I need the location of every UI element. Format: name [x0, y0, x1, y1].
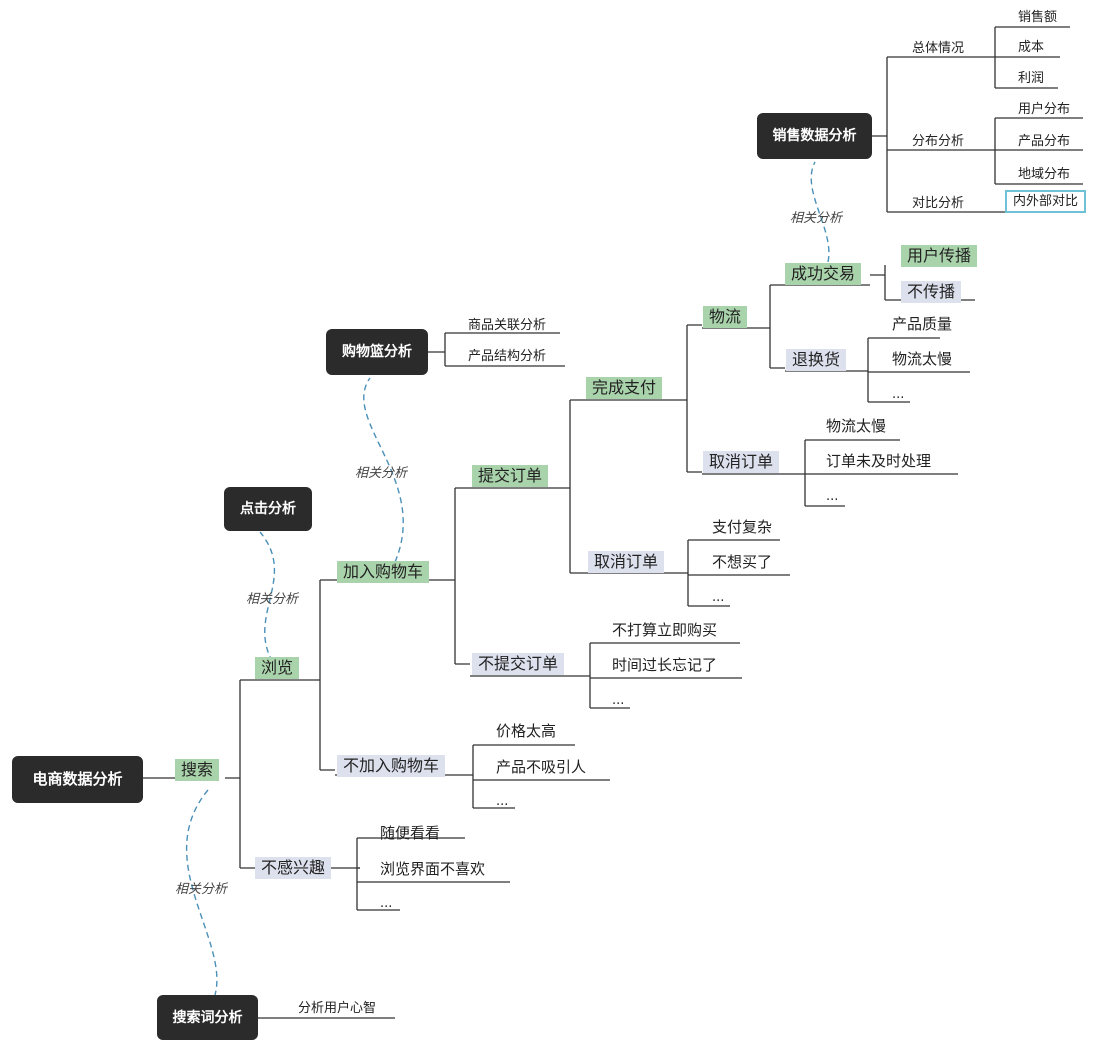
sales-comparison-item[interactable]: 内外部对比: [1005, 190, 1087, 213]
node-add-cart[interactable]: 加入购物车: [337, 561, 430, 583]
node-not-interested[interactable]: 不感兴趣: [255, 857, 332, 879]
leaf-ellipsis-no-add[interactable]: ...: [496, 794, 509, 809]
node-no-add-cart[interactable]: 不加入购物车: [337, 755, 446, 777]
leaf-order-not-processed[interactable]: 订单未及时处理: [826, 452, 932, 470]
sales-dist-region[interactable]: 地域分布: [1018, 167, 1071, 182]
sales-overall-profit[interactable]: 利润: [1018, 71, 1045, 86]
relation-label-click: 相关分析: [246, 592, 299, 607]
node-no-submit-order[interactable]: 不提交订单: [472, 653, 565, 675]
node-browse[interactable]: 浏览: [255, 657, 300, 679]
leaf-browse-casual[interactable]: 随便看看: [380, 824, 441, 842]
node-cancel-order-2[interactable]: 取消订单: [703, 451, 780, 473]
click-analysis-node[interactable]: 点击分析: [224, 487, 312, 531]
link-search-fork: [225, 679, 255, 869]
node-success-trade[interactable]: 成功交易: [785, 263, 862, 285]
sales-dist-product[interactable]: 产品分布: [1018, 134, 1071, 149]
leaf-dislike-ui[interactable]: 浏览界面不喜欢: [380, 860, 486, 878]
basket-item-structure[interactable]: 产品结构分析: [468, 349, 547, 364]
node-submit-order[interactable]: 提交订单: [472, 465, 549, 487]
node-return-exchange[interactable]: 退换货: [786, 349, 847, 371]
link-submit-fork: [555, 399, 585, 574]
leaf-ellipsis-cancel-1[interactable]: ...: [712, 590, 725, 605]
leaf-ellipsis-cancel-2[interactable]: ...: [826, 489, 839, 504]
leaf-product-quality[interactable]: 产品质量: [892, 315, 953, 333]
dashed-relation-sales: [810, 161, 830, 263]
link-logistics-fork: [768, 284, 785, 369]
root-node[interactable]: 电商数据分析: [12, 756, 143, 803]
leaf-price-high[interactable]: 价格太高: [496, 722, 557, 740]
basket-item-association[interactable]: 商品关联分析: [468, 318, 547, 333]
relation-label-search-term: 相关分析: [175, 882, 228, 897]
leaf-logistics-slow-1[interactable]: 物流太慢: [892, 350, 953, 368]
dashed-relation-click: [259, 531, 279, 671]
sales-overall[interactable]: 总体情况: [912, 41, 965, 56]
basket-analysis-node[interactable]: 购物篮分析: [326, 329, 428, 375]
node-no-spread[interactable]: 不传播: [901, 281, 962, 303]
dashed-relation-search-term: [186, 789, 218, 996]
leaf-logistics-slow-2[interactable]: 物流太慢: [826, 417, 887, 435]
relation-label-basket: 相关分析: [355, 466, 408, 481]
leaf-ellipsis-not-interested[interactable]: ...: [380, 896, 393, 911]
leaf-forgot[interactable]: 时间过长忘记了: [612, 656, 718, 674]
leaf-ellipsis-return[interactable]: ...: [892, 387, 905, 402]
link-browse-fork: [305, 579, 335, 771]
node-cancel-order-1[interactable]: 取消订单: [588, 551, 665, 573]
sales-overall-cost[interactable]: 成本: [1018, 40, 1045, 55]
search-term-analysis-node[interactable]: 搜索词分析: [157, 995, 258, 1040]
link-addcart-fork: [445, 487, 470, 665]
dashed-relation-basket: [363, 377, 404, 563]
link-pay-fork: [672, 324, 702, 473]
leaf-dont-want[interactable]: 不想买了: [712, 553, 773, 571]
sales-analysis-node[interactable]: 销售数据分析: [757, 113, 872, 159]
node-complete-pay[interactable]: 完成支付: [586, 377, 663, 399]
leaf-not-buy-now[interactable]: 不打算立即购买: [612, 621, 718, 639]
sales-comparison[interactable]: 对比分析: [912, 196, 965, 211]
leaf-pay-complex[interactable]: 支付复杂: [712, 518, 773, 536]
node-user-spread[interactable]: 用户传播: [901, 245, 978, 267]
leaf-not-attractive[interactable]: 产品不吸引人: [496, 758, 587, 776]
sales-distribution[interactable]: 分布分析: [912, 134, 965, 149]
node-search[interactable]: 搜索: [175, 759, 220, 781]
sales-dist-user[interactable]: 用户分布: [1018, 102, 1071, 117]
search-term-item[interactable]: 分析用户心智: [298, 1001, 377, 1016]
node-logistics[interactable]: 物流: [703, 306, 748, 328]
leaf-ellipsis-no-submit[interactable]: ...: [612, 693, 625, 708]
sales-overall-revenue[interactable]: 销售额: [1018, 10, 1058, 25]
relation-label-sales: 相关分析: [790, 211, 843, 226]
